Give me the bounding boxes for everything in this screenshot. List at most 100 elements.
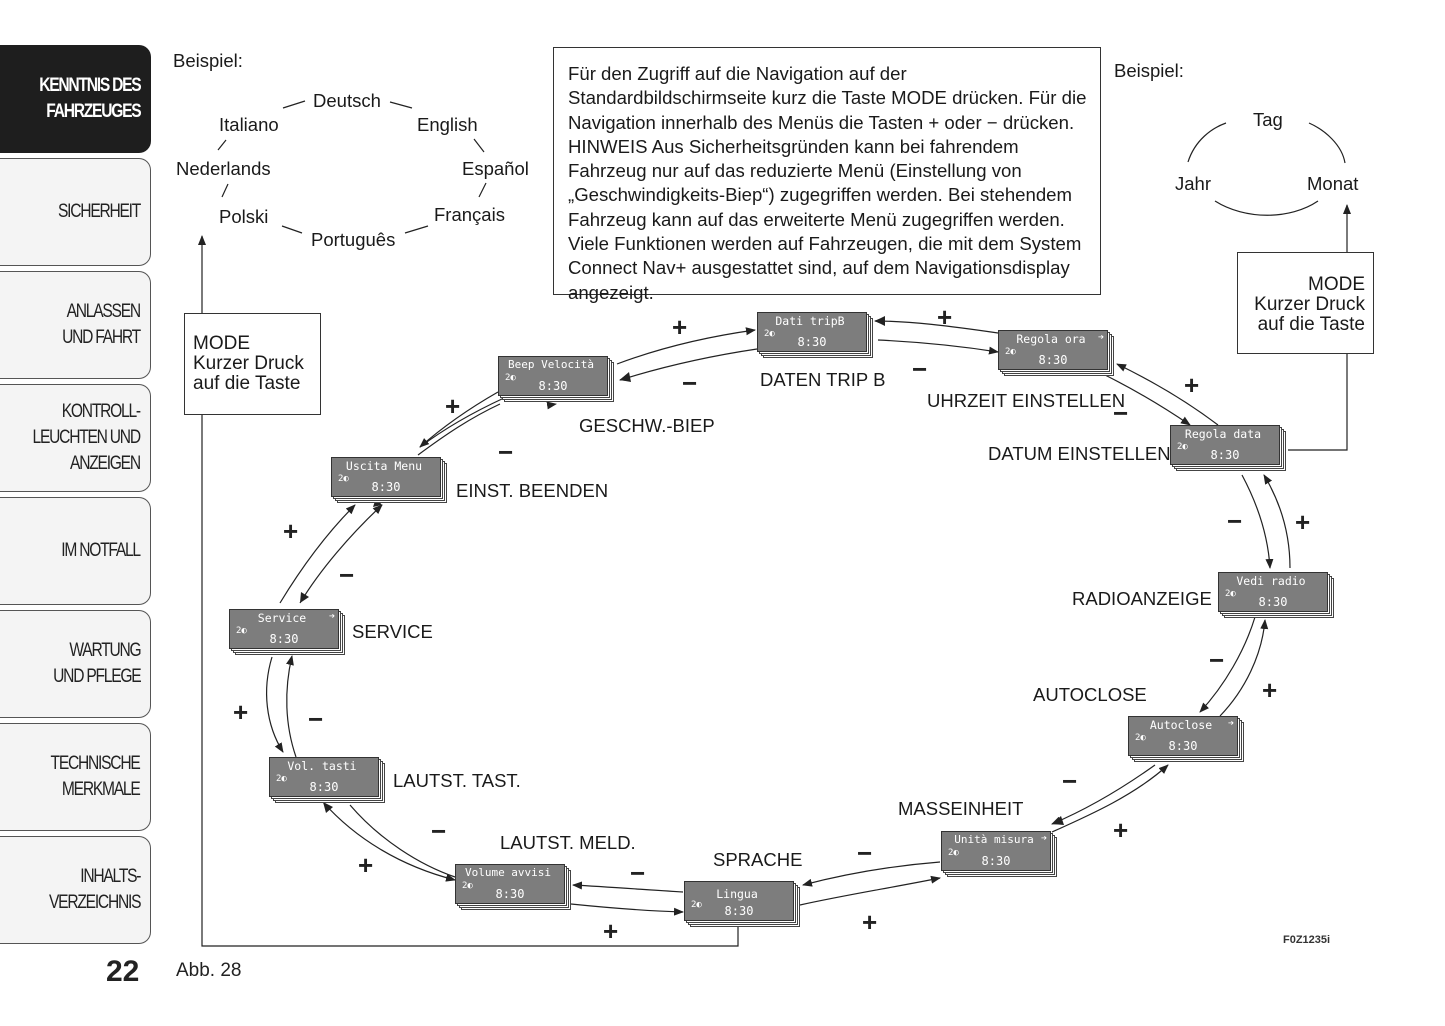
lcd-clock: 8:30 (269, 632, 299, 646)
tab-wartung-und-pflege[interactable]: WARTUNG UND PFLEGE (0, 610, 151, 718)
tab-sicherheit[interactable]: SICHERHEIT (0, 158, 151, 266)
minus-sign: − (1113, 398, 1129, 428)
tab-anlassen-und-fahrt[interactable]: ANLASSEN UND FAHRT (0, 271, 151, 379)
tab-kontrollleuchten[interactable]: KONTROLL- LEUCHTEN UND ANZEIGEN (0, 384, 151, 492)
lcd-label: Autoclose (1149, 718, 1213, 732)
language-nederlands: Nederlands (176, 158, 271, 179)
caption-uhrzeit-einstellen: UHRZEIT EINSTELLEN (927, 390, 1126, 411)
plus-sign: + (283, 516, 299, 546)
lcd-label: Regola ora (1016, 332, 1086, 346)
minus-sign: − (912, 354, 928, 384)
lcd-clock: 8:30 (1258, 595, 1288, 609)
lcd-indicator: 2◐ (691, 900, 702, 910)
minus-sign: − (339, 560, 355, 590)
minus-sign: − (308, 704, 324, 734)
lcd-clock: 8:30 (309, 780, 339, 794)
lcd-indicator: 2◐ (1225, 589, 1236, 599)
lcd-label: Regola data (1184, 427, 1262, 441)
minus-sign: − (1062, 766, 1078, 796)
plus-sign: + (1295, 507, 1311, 537)
language-polski: Polski (219, 206, 269, 227)
tab-label: KENNTNIS DES FAHRZEUGES (38, 75, 141, 122)
connector-line (1187, 122, 1227, 163)
caption-masseinheit: MASSEINHEIT (898, 798, 1024, 819)
tab-label: WARTUNG UND PFLEGE (52, 640, 142, 687)
arrow-right-icon: ➔ (328, 611, 335, 622)
connector-line (282, 100, 306, 109)
plus-sign: + (937, 302, 953, 332)
lcd-indicator: 2◐ (948, 848, 959, 858)
tab-label: INHALTS- VERZEICHNIS (48, 866, 141, 913)
plus-sign: + (1113, 815, 1129, 845)
lcd-indicator: 2◐ (1005, 347, 1016, 357)
lcd-service: Service➔2◐8:30 (229, 609, 345, 655)
connector-line (1308, 122, 1346, 164)
lcd-indicator: 2◐ (505, 373, 516, 383)
arrowhead (300, 592, 309, 603)
connector-line (1214, 200, 1319, 216)
plus-sign: + (1262, 675, 1278, 705)
lcd-clock: 8:30 (724, 904, 754, 918)
info-note-paragraph: HINWEIS Aus Sicherheitsgründen kann bei … (568, 135, 1082, 303)
minus-sign: − (630, 858, 646, 888)
caption-autoclose: AUTOCLOSE (1033, 684, 1147, 705)
minus-sign: − (1209, 645, 1225, 675)
arrowhead (323, 802, 333, 813)
example-label-left: Beispiel: (173, 50, 243, 71)
caption-sprache: SPRACHE (713, 849, 803, 870)
tab-kenntnis-des-fahrzeuges[interactable]: KENNTNIS DES FAHRZEUGES (0, 45, 151, 153)
caption-service: SERVICE (352, 621, 433, 642)
tab-im-notfall[interactable]: IM NOTFALL (0, 497, 151, 605)
mode-box-left: MODE Kurzer Druck auf die Taste (184, 313, 321, 415)
lcd-regola-ora: Regola ora ➔ 2◐ 8:30 (998, 330, 1114, 376)
tab-label: IM NOTFALL (61, 540, 141, 561)
minus-sign: − (682, 368, 698, 398)
arrow-right-icon: ➔ (1040, 833, 1047, 844)
figure-caption: Abb. 28 (176, 960, 242, 981)
date-tag: Tag (1253, 109, 1283, 130)
lcd-clock: 8:30 (981, 854, 1011, 868)
tab-technische-merkmale[interactable]: TECHNISCHE MERKMALE (0, 723, 151, 831)
lcd-indicator: 2◐ (1135, 733, 1146, 743)
plus-sign: + (672, 312, 688, 342)
connector-line (478, 182, 487, 198)
tab-label: TECHNISCHE MERKMALE (51, 753, 141, 800)
lcd-label: Lingua (716, 887, 758, 901)
mode-route-left (198, 235, 739, 947)
info-box: Für den Zugriff auf die Navigation auf d… (553, 47, 1101, 303)
tab-inhaltsverzeichnis[interactable]: INHALTS- VERZEICHNIS (0, 836, 151, 944)
language-english: English (417, 114, 478, 135)
lcd-clock: 8:30 (1038, 353, 1068, 367)
caption-radioanzeige: RADIOANZEIGE (1072, 588, 1212, 609)
connector-line (281, 225, 303, 234)
arrow-right-icon: ➔ (1227, 718, 1234, 729)
lcd-indicator: 2◐ (462, 881, 473, 891)
lcd-label: Uscita Menu (345, 459, 423, 473)
tab-label: KONTROLL- LEUCHTEN UND ANZEIGEN (32, 401, 142, 474)
arrowhead (620, 372, 631, 382)
plus-sign: + (445, 391, 461, 421)
date-monat: Monat (1307, 173, 1359, 194)
caption-einst-beenden: EINST. BEENDEN (456, 480, 609, 501)
lcd-label: Beep Velocità (507, 358, 595, 371)
plus-sign: + (603, 916, 619, 946)
lcd-indicator: 2◐ (1177, 442, 1188, 452)
caption-lautst-tast: LAUTST. TAST. (393, 770, 521, 791)
example-label-right: Beispiel: (1114, 60, 1184, 81)
lcd-label: Service (257, 611, 307, 625)
language-portugues: Português (311, 229, 396, 250)
connector-line (217, 139, 227, 151)
language-italiano: Italiano (219, 114, 279, 135)
lcd-label: Vedi radio (1236, 574, 1306, 588)
arrow-right-icon: ➔ (1097, 332, 1104, 343)
lcd-clock: 8:30 (371, 480, 401, 494)
lcd-unita-misura: Unità misura➔2◐8:30 (941, 831, 1057, 877)
arrowhead (875, 316, 885, 326)
